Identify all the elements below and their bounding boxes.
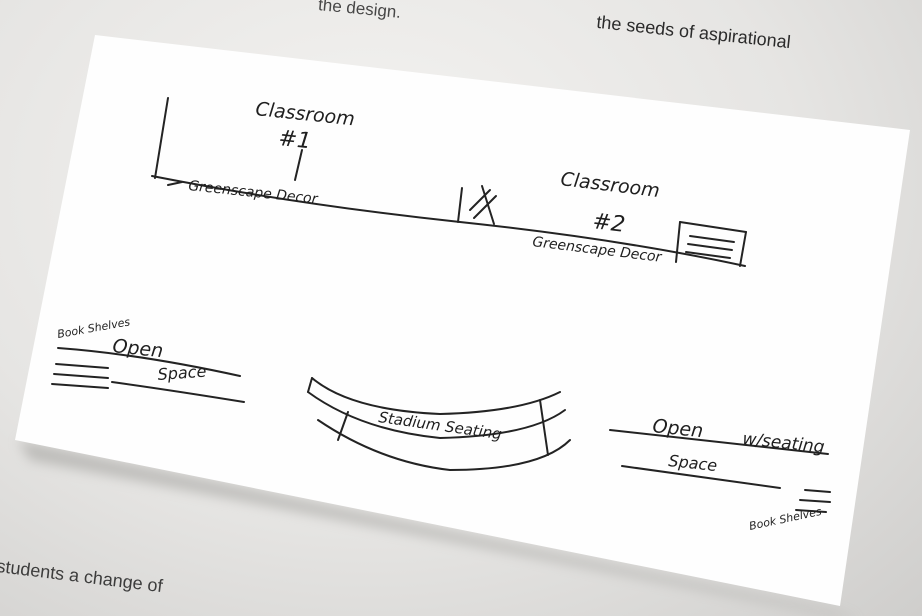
classroom-1-number: #1 — [277, 126, 312, 154]
open-space-left-word-2: Space — [157, 362, 207, 384]
classroom-2-number: #2 — [591, 209, 626, 238]
